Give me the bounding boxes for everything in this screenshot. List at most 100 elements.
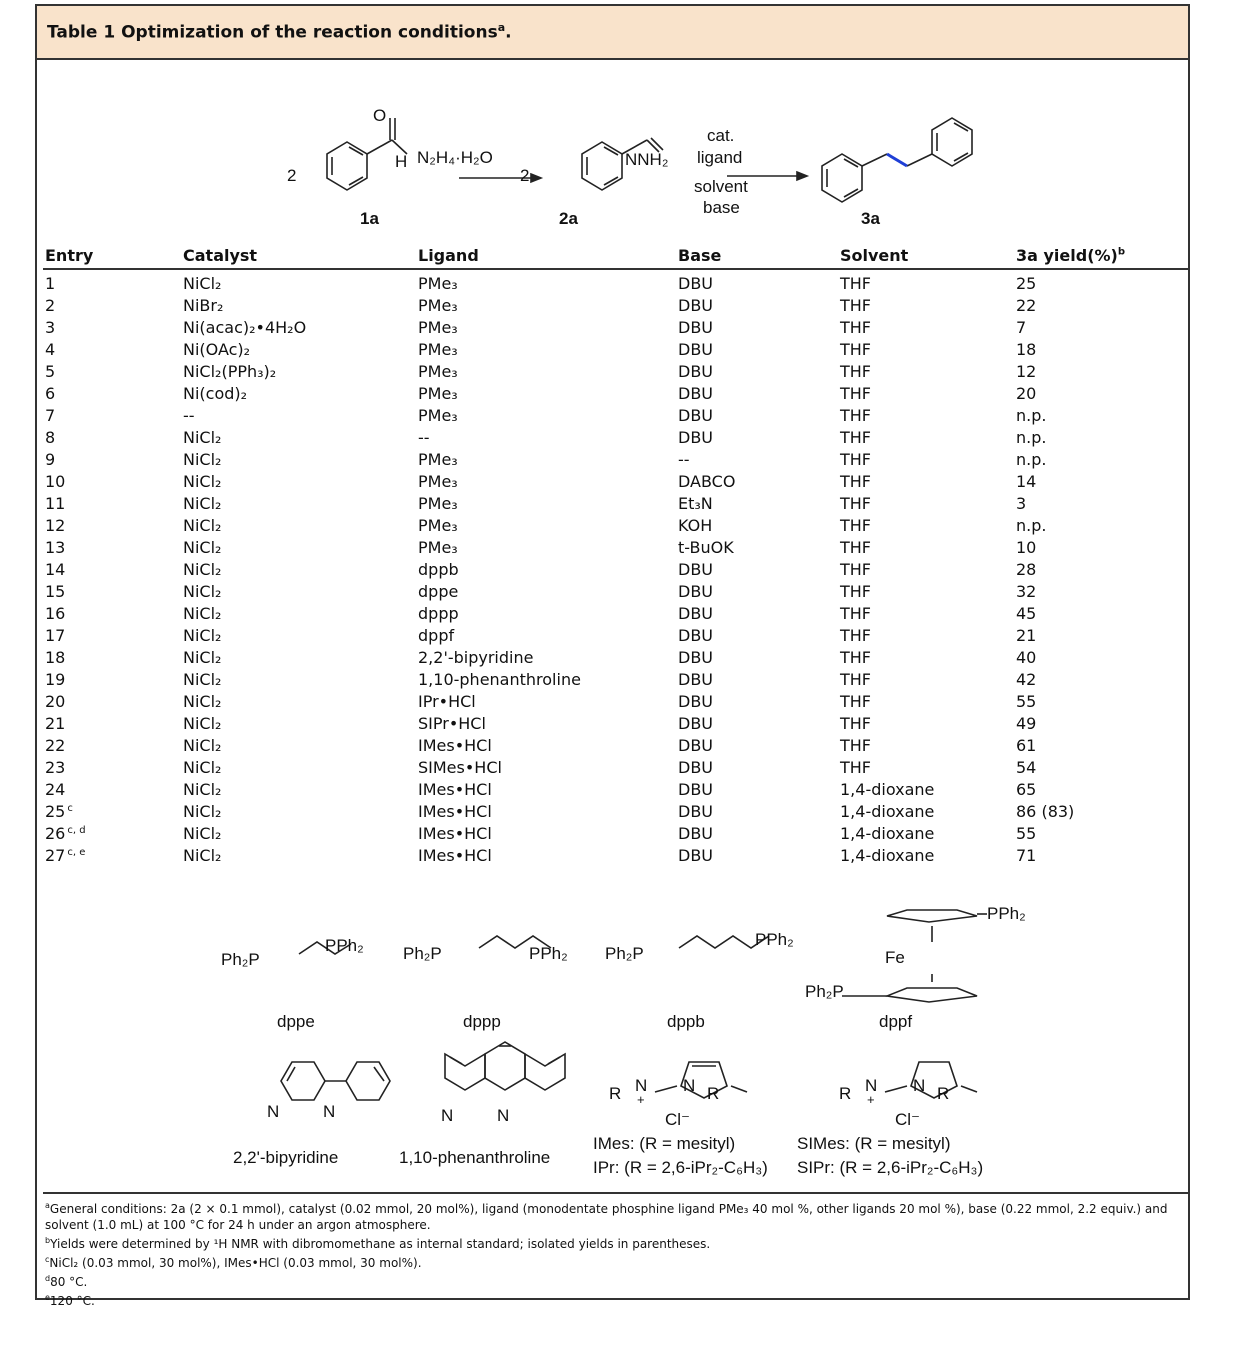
cell-ligand: PMe₃ bbox=[418, 516, 458, 535]
cell-solvent: THF bbox=[840, 362, 872, 381]
footnote-b: bYields were determined by ¹H NMR with d… bbox=[45, 1236, 711, 1251]
cell-solvent: 1,4-dioxane bbox=[840, 802, 935, 821]
cell-solvent: THF bbox=[840, 538, 872, 557]
cell-ligand: SIPr•HCl bbox=[418, 714, 486, 733]
cell-yield: n.p. bbox=[1016, 450, 1047, 469]
cell-base: DBU bbox=[678, 780, 714, 799]
footnote-e: e120 °C. bbox=[45, 1293, 95, 1308]
cell-ligand: 1,10-phenanthroline bbox=[418, 670, 581, 689]
cell-base: DBU bbox=[678, 604, 714, 623]
cell-entry: 14 bbox=[45, 560, 66, 579]
cell-entry: 6 bbox=[45, 384, 56, 403]
cell-base: -- bbox=[678, 450, 690, 469]
cell-catalyst: NiCl₂ bbox=[183, 736, 222, 755]
cell-yield: 25 bbox=[1016, 274, 1037, 293]
cell-base: KOH bbox=[678, 516, 713, 535]
dppp-pph2: PPh₂ bbox=[529, 944, 568, 963]
cell-yield: 45 bbox=[1016, 604, 1037, 623]
cell-ligand: PMe₃ bbox=[418, 318, 458, 337]
footnote-d: d80 °C. bbox=[45, 1274, 88, 1289]
sipr-desc: SIPr: (R = 2,6-iPr₂-C₆H₃) bbox=[797, 1158, 984, 1177]
cell-catalyst: NiCl₂ bbox=[183, 824, 222, 843]
simes-plus: + bbox=[867, 1092, 875, 1107]
bipy-label: 2,2'-bipyridine bbox=[233, 1148, 339, 1167]
cell-base: DABCO bbox=[678, 472, 736, 491]
table-frame: Table 1 Optimization of the reaction con… bbox=[35, 4, 1190, 1308]
cell-base: DBU bbox=[678, 846, 714, 865]
cell-base: DBU bbox=[678, 692, 714, 711]
cell-entry: 15 bbox=[45, 582, 66, 601]
bipy-n1: N bbox=[267, 1102, 280, 1121]
cell-ligand: PMe₃ bbox=[418, 296, 458, 315]
cell-yield: 49 bbox=[1016, 714, 1037, 733]
cell-entry: 19 bbox=[45, 670, 66, 689]
cell-yield: 42 bbox=[1016, 670, 1037, 689]
cell-ligand: dppb bbox=[418, 560, 459, 579]
cell-ligand: dppp bbox=[418, 604, 459, 623]
cell-yield: 40 bbox=[1016, 648, 1037, 667]
cell-catalyst: Ni(acac)₂•4H₂O bbox=[183, 318, 307, 337]
footnotes: aGeneral conditions: 2a (2 × 0.1 mmol), … bbox=[45, 1198, 1185, 1309]
cell-yield: n.p. bbox=[1016, 406, 1047, 425]
dppb-ph2p: Ph₂P bbox=[605, 944, 644, 963]
cell-base: DBU bbox=[678, 648, 714, 667]
cell-catalyst: NiCl₂ bbox=[183, 714, 222, 733]
compound-label-3a: 3a bbox=[861, 209, 880, 228]
cell-entry: 1 bbox=[45, 274, 56, 293]
cell-catalyst: Ni(cod)₂ bbox=[183, 384, 248, 403]
cell-catalyst: NiCl₂ bbox=[183, 846, 222, 865]
cell-ligand: PMe₃ bbox=[418, 406, 458, 425]
cell-base: DBU bbox=[678, 340, 714, 359]
cell-yield: 32 bbox=[1016, 582, 1037, 601]
cell-solvent: THF bbox=[840, 318, 872, 337]
dppe-label: dppe bbox=[277, 1012, 315, 1031]
cell-ligand: IMes•HCl bbox=[418, 824, 492, 843]
footnote-a: aGeneral conditions: 2a (2 × 0.1 mmol), … bbox=[45, 1201, 1168, 1232]
footnote-rule bbox=[43, 1192, 1189, 1194]
cell-catalyst: NiCl₂ bbox=[183, 780, 222, 799]
cell-catalyst: NiCl₂ bbox=[183, 582, 222, 601]
cell-solvent: THF bbox=[840, 516, 872, 535]
simes-desc: SIMes: (R = mesityl) bbox=[797, 1134, 951, 1153]
phen-n1: N bbox=[441, 1106, 454, 1125]
cell-ligand: PMe₃ bbox=[418, 274, 458, 293]
cell-base: DBU bbox=[678, 626, 714, 645]
cell-solvent: THF bbox=[840, 648, 872, 667]
cell-entry: 22 bbox=[45, 736, 66, 755]
cell-yield: n.p. bbox=[1016, 428, 1047, 447]
cell-base: DBU bbox=[678, 670, 714, 689]
cell-catalyst: -- bbox=[183, 406, 195, 425]
cell-solvent: THF bbox=[840, 714, 872, 733]
cell-yield: n.p. bbox=[1016, 516, 1047, 535]
cell-catalyst: NiCl₂ bbox=[183, 560, 222, 579]
scheme-coef-left: 2 bbox=[287, 166, 297, 185]
cell-base: DBU bbox=[678, 802, 714, 821]
cell-base: DBU bbox=[678, 582, 714, 601]
cell-entry: 18 bbox=[45, 648, 66, 667]
cell-catalyst: NiCl₂ bbox=[183, 648, 222, 667]
cell-ligand: -- bbox=[418, 428, 430, 447]
footnote-c: cNiCl₂ (0.03 mmol, 30 mol%), IMes•HCl (0… bbox=[45, 1255, 422, 1270]
cell-base: DBU bbox=[678, 736, 714, 755]
cell-entry: 12 bbox=[45, 516, 66, 535]
scheme-cond-solvent: solvent bbox=[694, 177, 748, 196]
table-title: Table 1 Optimization of the reaction con… bbox=[47, 21, 512, 43]
cell-base: DBU bbox=[678, 384, 714, 403]
cell-base: t-BuOK bbox=[678, 538, 734, 557]
dppe-ph2p: Ph₂P bbox=[221, 950, 260, 969]
cell-entry: 4 bbox=[45, 340, 56, 359]
cell-entry: 17 bbox=[45, 626, 66, 645]
cell-base: DBU bbox=[678, 406, 714, 425]
dppf-pph2: PPh₂ bbox=[987, 904, 1026, 923]
ligand-structures bbox=[280, 909, 987, 1101]
